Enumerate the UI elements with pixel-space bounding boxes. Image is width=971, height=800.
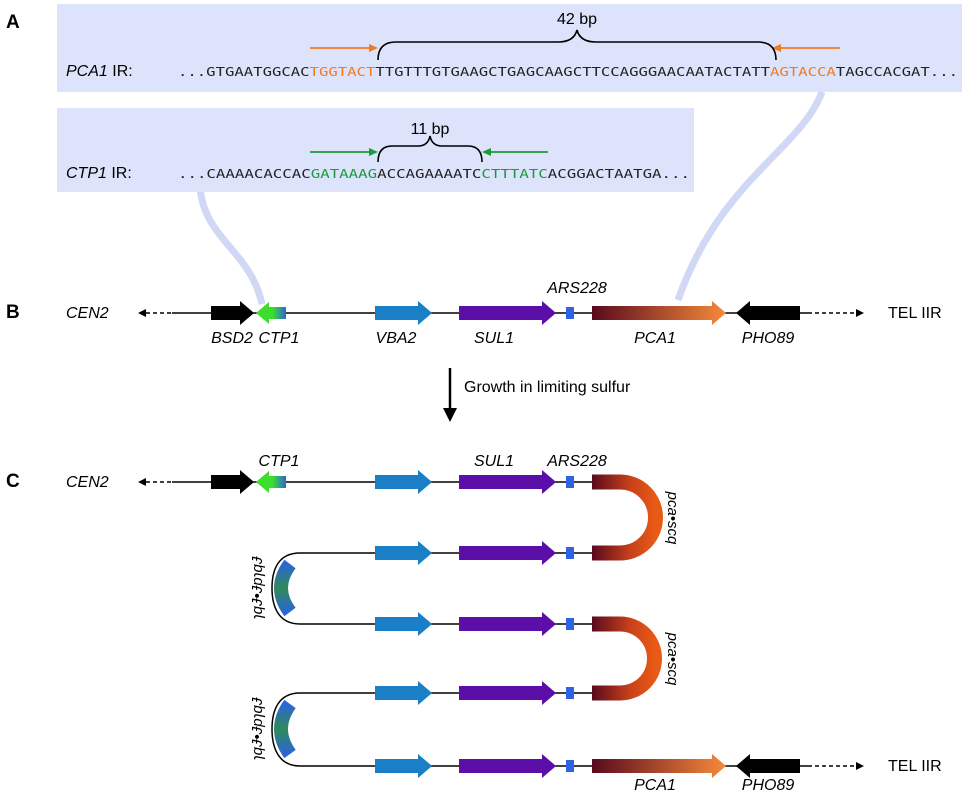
c-ctp1-label: CTP1 [259, 453, 300, 470]
c-sul1-gene [459, 754, 556, 778]
c-sul1-gene [459, 612, 556, 636]
panel-letter-a: A [6, 12, 20, 33]
c-ctp1-gene [256, 471, 286, 493]
b-left-arrowhead [138, 309, 146, 317]
c-ctp-fusion-arc-2 [274, 699, 296, 759]
ctp1-motif-left: GATAAAG [311, 166, 377, 181]
c-pca-fusion-loop-2 [592, 616, 662, 701]
b-sul1-label: SUL1 [474, 330, 514, 347]
c-ctp-fusion-label-1: ɿqɈ•ɈpɿqɈ [249, 556, 266, 619]
b-pho89-gene [736, 301, 800, 325]
b-bsd2-label: BSD2 [211, 330, 253, 347]
pca1-gap-label: 42 bp [557, 11, 597, 28]
ctp1-motif-right: CTTTATC [481, 166, 547, 181]
b-bsd2-gene [211, 301, 254, 325]
b-ars228-element [566, 307, 574, 319]
c-ars228-element [566, 760, 574, 772]
c-row-3 [300, 612, 592, 636]
c-ctp-connector-1 [271, 552, 301, 625]
b-pca1-gene [592, 301, 726, 325]
pca1-gap-brace [377, 29, 777, 61]
b-vba2-label: VBA2 [376, 330, 417, 347]
ctp1-left-arrow [310, 148, 378, 156]
c-vba2-gene [375, 470, 432, 494]
c-sul1-label: SUL1 [474, 453, 514, 470]
pca1-connector [674, 90, 826, 302]
b-vba2-gene [375, 301, 432, 325]
ctp1-ir-panel [57, 108, 694, 192]
c-bsd2-gene [211, 470, 254, 494]
b-ctp1-gene [256, 302, 286, 324]
c-ars228-element [566, 618, 574, 630]
pca1-left-arrow [310, 44, 378, 52]
c-row-2 [300, 541, 592, 565]
c-tel-label: TEL IIR [888, 758, 942, 775]
c-pho89-label: PHO89 [742, 777, 795, 794]
transition-label: Growth in limiting sulfur [464, 379, 631, 396]
c-row-1 [375, 470, 574, 494]
c-sul1-gene [459, 470, 556, 494]
c-pca-fusion-label-2: pca•scq [664, 632, 681, 686]
b-pca1-label: PCA1 [634, 330, 676, 347]
c-ars228-element [566, 547, 574, 559]
c-vba2-gene [375, 612, 432, 636]
b-ctp1-label: CTP1 [259, 330, 300, 347]
c-sul1-gene [459, 681, 556, 705]
c-ctp-fusion-label-2: ɿqɈ•ɈpɿqɈ [249, 697, 266, 760]
c-pca-fusion-label-1: pca•scq [664, 491, 681, 545]
b-sul1-gene [459, 301, 556, 325]
c-pca1-gene [592, 754, 726, 778]
c-sul1-gene [459, 541, 556, 565]
b-cen2-label: CEN2 [66, 305, 109, 322]
b-pho89-label: PHO89 [742, 330, 795, 347]
c-ars228-label: ARS228 [546, 453, 607, 470]
pca1-right-arrow [772, 44, 840, 52]
b-tel-label: TEL IIR [888, 305, 942, 322]
ctp1-gap-label: 11 bp [411, 121, 450, 138]
c-vba2-gene [375, 754, 432, 778]
panel-letter-b: B [6, 302, 20, 323]
c-left-arrowhead [138, 478, 146, 486]
c-right-arrowhead [856, 762, 864, 770]
pca1-motif-left: TGGTACT [310, 64, 376, 79]
c-ctp-connector-2 [271, 692, 301, 767]
c-vba2-gene [375, 541, 432, 565]
c-row-4 [300, 681, 592, 705]
c-pho89-gene [736, 754, 800, 778]
ctp1-right-arrow [482, 148, 548, 156]
pca1-ir-label: PCA1 IR: [66, 63, 133, 80]
b-ars228-label: ARS228 [546, 280, 607, 297]
c-ctp-fusion-arc-1 [274, 559, 296, 617]
b-right-arrowhead [856, 309, 864, 317]
c-row-5 [300, 754, 864, 778]
ctp1-gap-brace [377, 135, 483, 163]
c-ars228-element [566, 687, 574, 699]
pca1-motif-right: AGTACCA [770, 64, 836, 79]
c-cen2-label: CEN2 [66, 474, 109, 491]
c-pca-fusion-loop-1 [592, 474, 663, 561]
c-ars228-element [566, 476, 574, 488]
c-pca1-label: PCA1 [634, 777, 676, 794]
ctp1-ir-label: CTP1 IR: [66, 165, 132, 182]
transition-arrow [443, 368, 457, 422]
c-vba2-gene [375, 681, 432, 705]
ctp1-connector [196, 187, 266, 305]
panel-letter-c: C [6, 471, 20, 492]
